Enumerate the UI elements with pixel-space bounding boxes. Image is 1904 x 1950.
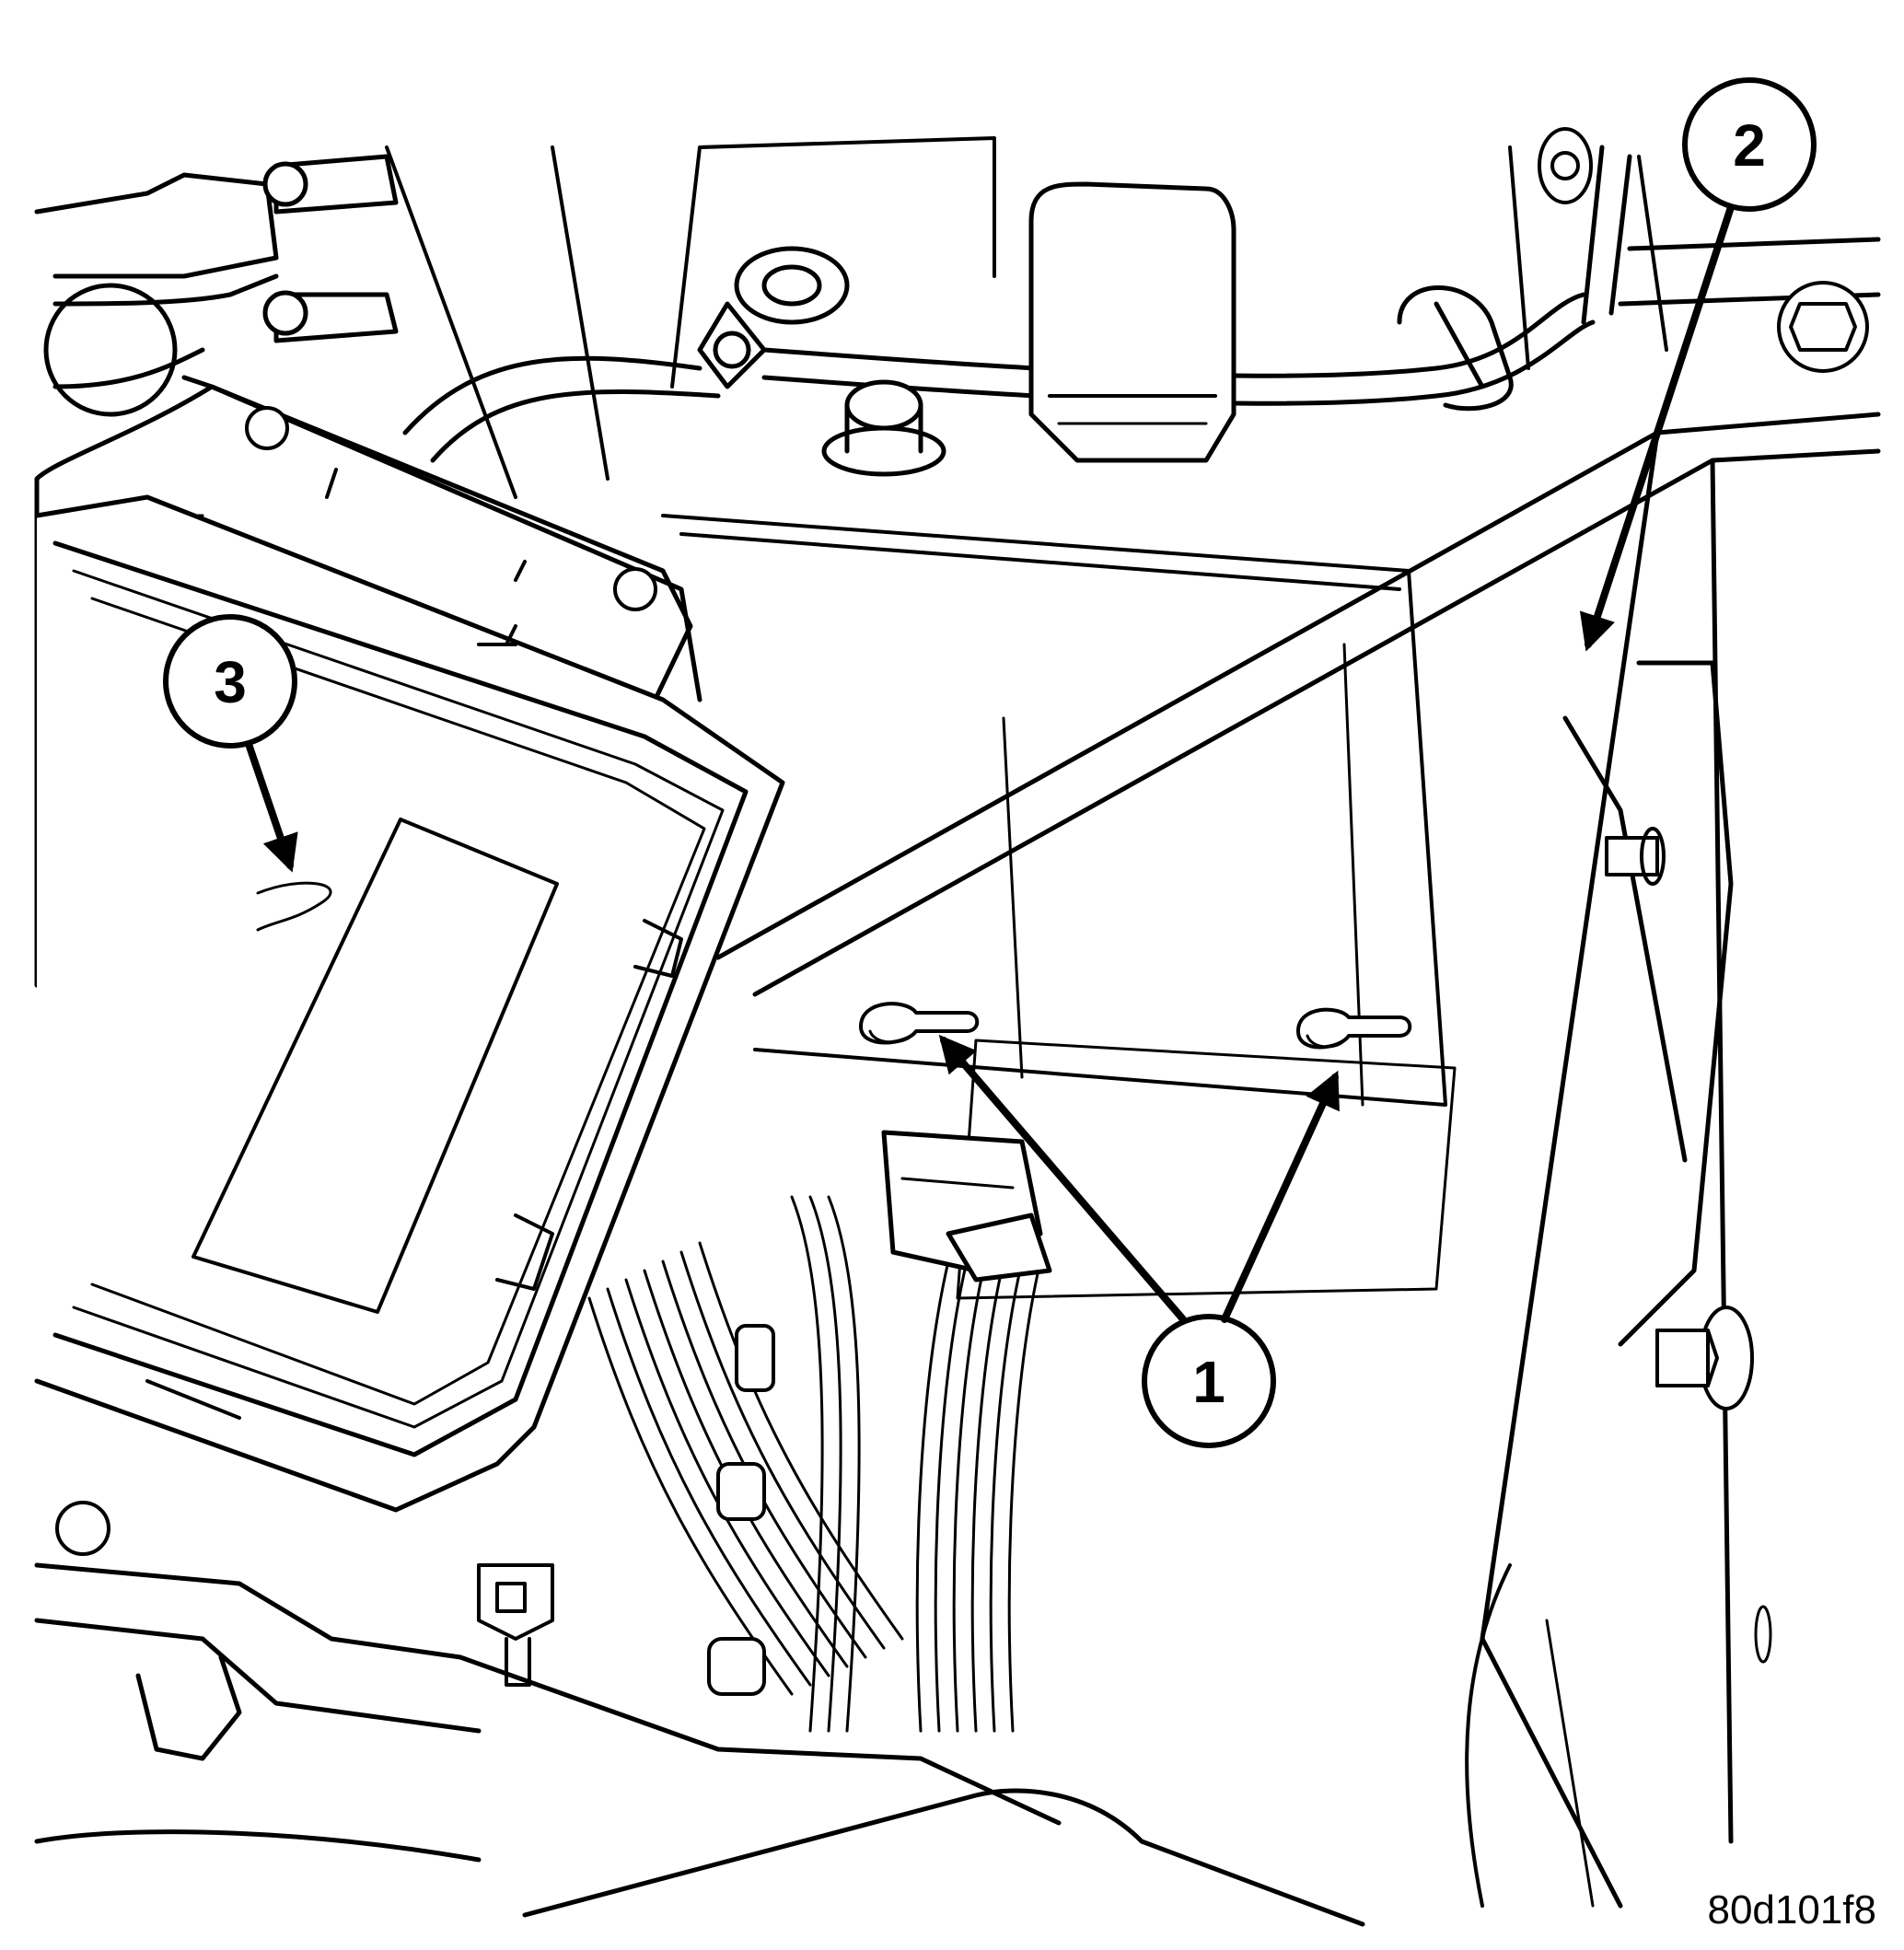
callout-2: 2 xyxy=(1579,77,1817,652)
dash-panel xyxy=(385,136,1668,1300)
callout-3: 3 xyxy=(163,614,332,932)
bracket-bolt-upper xyxy=(1605,827,1666,886)
callout-3-number: 3 xyxy=(214,649,247,715)
cap-post xyxy=(821,379,946,477)
ring-terminal xyxy=(697,246,850,389)
mounting-bracket xyxy=(1465,237,1881,1909)
bracket-bolt-lower xyxy=(1655,1306,1754,1410)
keyhole-slot-left xyxy=(859,1002,980,1045)
callout-1-number: 1 xyxy=(1192,1349,1225,1415)
pipe-fittings xyxy=(34,154,399,417)
lower-trim xyxy=(34,1562,1365,1927)
callout-1: 1 xyxy=(938,1034,1340,1448)
harness-clips xyxy=(477,1324,775,1696)
ground-cable xyxy=(402,145,1632,463)
figure-id-label: 80d101f8 xyxy=(1707,1887,1876,1933)
clip-loop xyxy=(1397,285,1514,412)
module-tabs xyxy=(55,406,683,1556)
callout-2-number: 2 xyxy=(1733,112,1766,179)
keyhole-slot-right xyxy=(1296,1007,1412,1050)
module-label xyxy=(192,818,559,1314)
relay-block xyxy=(1028,181,1236,463)
harness-connector xyxy=(881,1130,1052,1283)
top-right-bolt xyxy=(1777,281,1869,373)
top-bolt xyxy=(1538,127,1593,204)
diagonal-beam xyxy=(715,412,1881,997)
